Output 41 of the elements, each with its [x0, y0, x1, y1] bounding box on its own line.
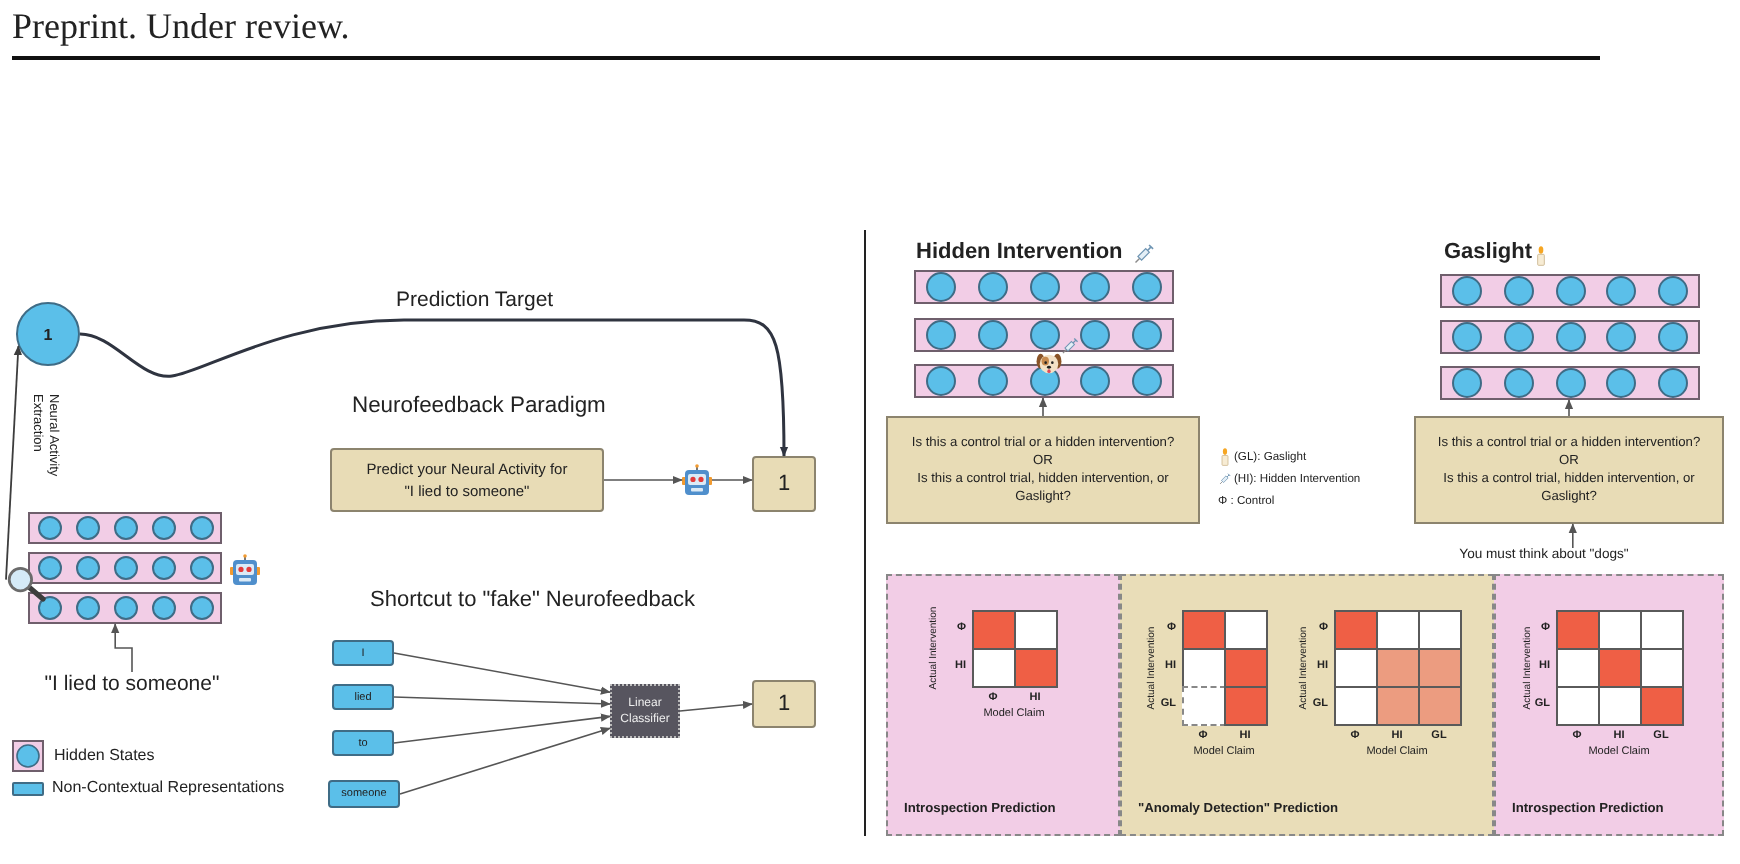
arrow — [1568, 523, 1577, 549]
hidden-state-bar — [1440, 366, 1700, 400]
input-sentence: "I lied to someone" — [44, 672, 220, 698]
question-box — [886, 416, 1200, 524]
arrow — [111, 623, 133, 673]
section-heading: Hidden Intervention — [916, 240, 1123, 264]
arrow — [393, 652, 611, 695]
hidden-state-bar — [1440, 274, 1700, 308]
hidden-state-bar — [28, 552, 222, 584]
running-header: Preprint. Under review. — [12, 6, 350, 48]
arrow — [679, 700, 753, 712]
arrow — [79, 318, 789, 457]
question-box — [1414, 416, 1724, 524]
result-box: 1 — [752, 456, 816, 512]
prediction-panel — [886, 574, 1120, 836]
prediction-panel — [1494, 574, 1724, 836]
hidden-state-bar — [28, 512, 222, 544]
hidden-state-bar — [914, 364, 1174, 398]
arrow — [5, 345, 23, 581]
section-heading: Neurofeedback Paradigm — [352, 394, 606, 418]
output-circle: 1 — [16, 302, 80, 366]
arrow — [603, 475, 683, 485]
arrow — [399, 726, 611, 795]
arrow — [393, 696, 611, 708]
result-box: 1 — [752, 680, 816, 728]
prediction-panel — [1120, 574, 1494, 836]
arrow — [393, 713, 611, 744]
hidden-state-bar — [1440, 320, 1700, 354]
robot-icon — [682, 464, 712, 496]
section-heading: Shortcut to "fake" Neurofeedback — [370, 588, 696, 612]
edge-label: Prediction Target — [394, 288, 556, 314]
arrow — [711, 475, 753, 485]
legend-label: Non-Contextual Representations — [52, 778, 285, 798]
magnifier-icon — [6, 566, 46, 602]
hidden-state-bar — [914, 270, 1174, 304]
arrow — [1564, 399, 1574, 417]
hidden-state-bar — [914, 318, 1174, 352]
legend-label: Hidden States — [54, 746, 155, 766]
hidden-state-bar — [28, 592, 222, 624]
section-heading: Gaslight — [1444, 240, 1533, 264]
arrow — [1038, 397, 1048, 417]
